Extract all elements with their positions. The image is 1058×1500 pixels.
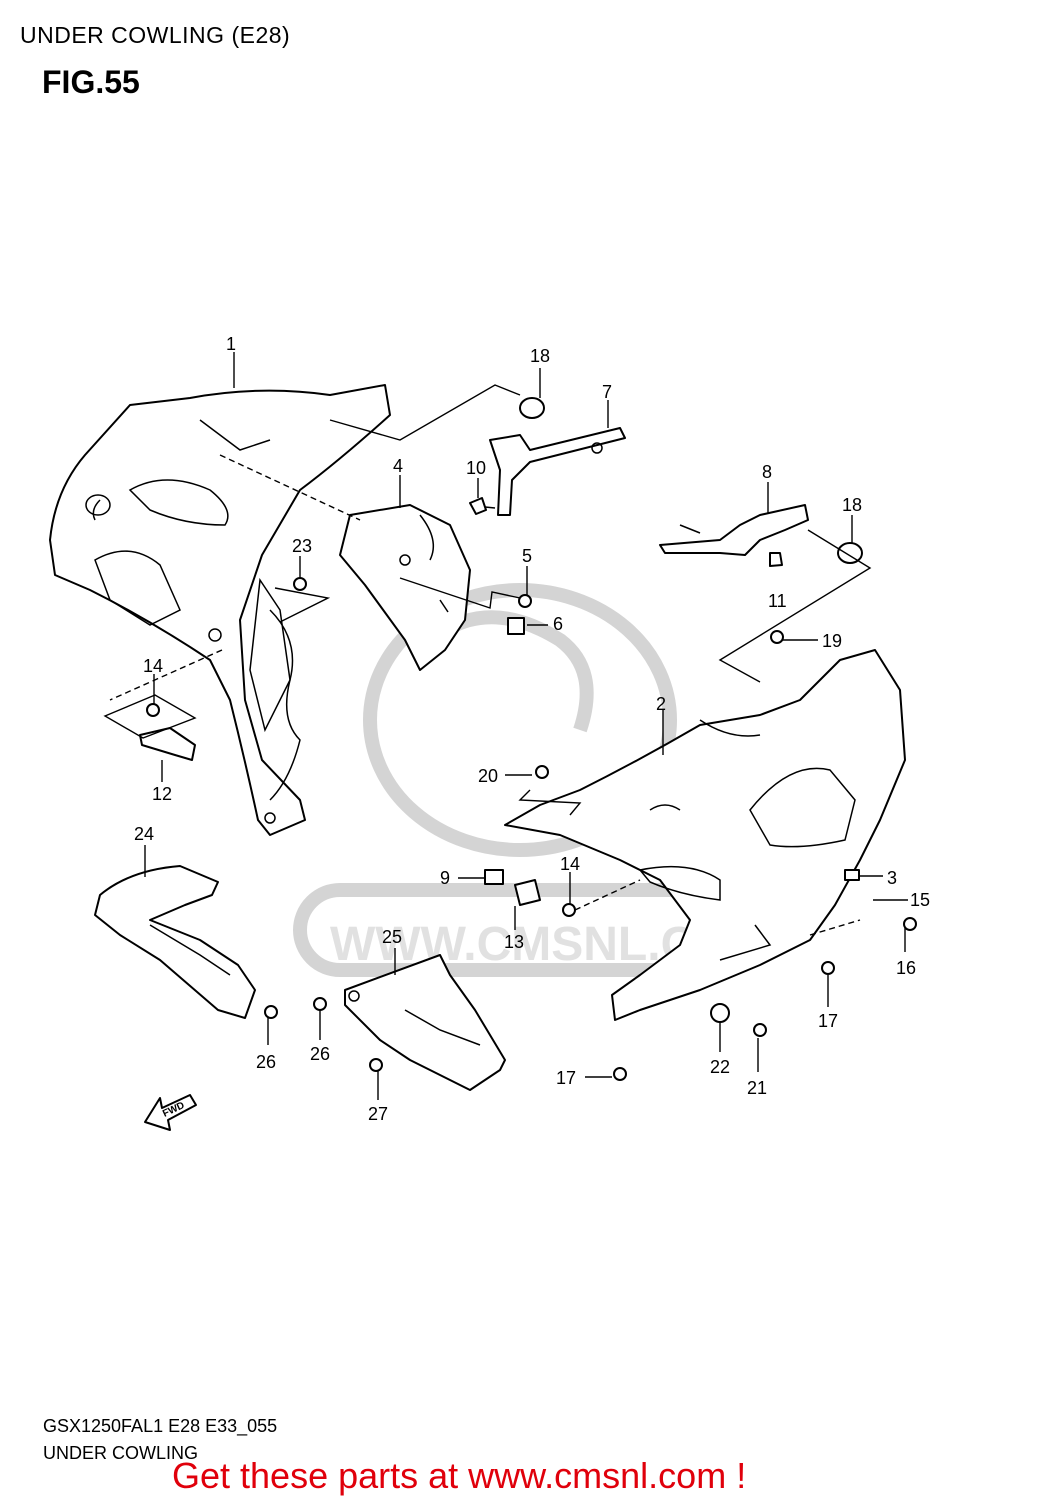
callout-8: 8 bbox=[762, 462, 772, 482]
diagram-title: UNDER COWLING (E28) bbox=[20, 22, 291, 48]
callout-11: 11 bbox=[768, 591, 787, 611]
part-25-side-cover bbox=[344, 954, 506, 1091]
part-6-nut bbox=[507, 617, 525, 635]
callout-27: 27 bbox=[368, 1104, 388, 1124]
callout-1: 1 bbox=[226, 334, 236, 354]
part-8-bracket bbox=[659, 504, 809, 556]
callout-14-left: 14 bbox=[143, 656, 163, 676]
callout-18-right: 18 bbox=[842, 495, 862, 515]
callout-22: 22 bbox=[710, 1057, 730, 1077]
callout-15: 15 bbox=[910, 890, 930, 910]
figure-number: FIG.55 bbox=[42, 64, 140, 100]
callout-3: 3 bbox=[887, 868, 897, 888]
callout-26-center: 26 bbox=[310, 1044, 330, 1064]
fasteners bbox=[146, 577, 917, 1081]
callout-7: 7 bbox=[602, 382, 612, 402]
part-13-clip bbox=[514, 879, 541, 906]
part-9-clip bbox=[484, 869, 504, 885]
part-2-under-cowling bbox=[504, 649, 906, 1021]
part-3-plug bbox=[844, 869, 860, 881]
callout-25: 25 bbox=[382, 927, 402, 947]
fwd-direction-arrow: FWD bbox=[144, 1094, 197, 1131]
part-4-cover-plate bbox=[339, 504, 471, 671]
callout-18-upper: 18 bbox=[530, 346, 550, 366]
callout-5: 5 bbox=[522, 546, 532, 566]
part-18-grommet-right bbox=[837, 542, 863, 564]
part-1-inner-cowling bbox=[49, 384, 391, 836]
part-18-grommet-upper bbox=[519, 397, 545, 419]
diagram-caption: UNDER COWLING bbox=[43, 1443, 199, 1463]
callout-9: 9 bbox=[440, 868, 450, 888]
callout-2: 2 bbox=[656, 694, 666, 714]
callout-23: 23 bbox=[292, 536, 312, 556]
callout-13: 13 bbox=[504, 932, 524, 952]
callout-24: 24 bbox=[134, 824, 154, 844]
callout-17-right: 17 bbox=[818, 1011, 838, 1031]
callout-10: 10 bbox=[466, 458, 486, 478]
callout-17-bottom: 17 bbox=[556, 1068, 576, 1088]
callout-6: 6 bbox=[553, 614, 563, 634]
part-7-bracket bbox=[489, 427, 626, 516]
promo-link[interactable]: Get these parts at www.cmsnl.com ! bbox=[172, 1455, 747, 1496]
model-code: GSX1250FAL1 E28 E33_055 bbox=[43, 1416, 278, 1436]
callout-12: 12 bbox=[152, 784, 172, 804]
callout-26-left: 26 bbox=[256, 1052, 276, 1072]
callout-19: 19 bbox=[822, 631, 842, 651]
part-22-grommet bbox=[710, 1003, 730, 1023]
part-10-bolt bbox=[469, 497, 496, 515]
callout-14-center: 14 bbox=[560, 854, 580, 874]
callout-20: 20 bbox=[478, 766, 498, 786]
leader-lines bbox=[103, 352, 908, 1100]
callout-numbers: 1 2 3 4 5 6 7 8 9 10 11 12 13 14 14 15 1… bbox=[134, 334, 930, 1124]
callout-21: 21 bbox=[747, 1078, 767, 1098]
part-12-bracket bbox=[139, 727, 196, 761]
callout-4: 4 bbox=[393, 456, 403, 476]
callout-16: 16 bbox=[896, 958, 916, 978]
part-24-side-cover bbox=[94, 865, 256, 1019]
part-11-bolt bbox=[769, 552, 783, 567]
